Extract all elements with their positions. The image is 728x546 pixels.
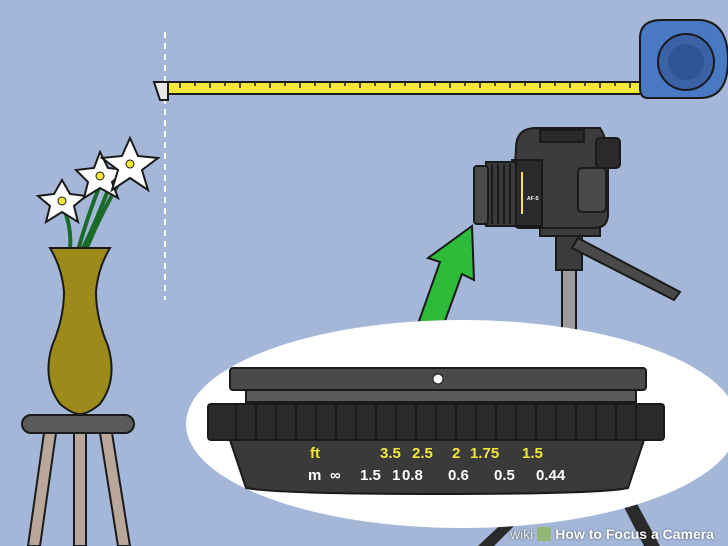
lens-brand-mark: AF-S — [527, 196, 539, 202]
lens-scale-closeup: ft 3.5 2.5 2 1.75 1.5 m ∞ 1.5 1 0.8 0.6 … — [207, 367, 665, 496]
stool-icon — [21, 414, 135, 546]
scale-m-0_5: 0.5 — [494, 467, 515, 484]
vase-icon — [47, 247, 113, 416]
scale-m-1_5: 1.5 — [360, 467, 381, 484]
wikihow-watermark: wiki How to Focus a Camera — [502, 524, 722, 544]
scale-infinity: ∞ — [330, 467, 341, 484]
watermark-title-text: How to Focus a Camera — [555, 526, 714, 542]
scale-m-0_6: 0.6 — [448, 467, 469, 484]
scale-ft-2_5: 2.5 — [412, 445, 433, 462]
flower-icon — [35, 135, 161, 251]
scale-ft-1_5: 1.5 — [522, 445, 543, 462]
tape-measure-icon — [152, 19, 728, 101]
scale-ft-1_75: 1.75 — [470, 445, 499, 462]
wikihow-logo-icon — [537, 527, 552, 541]
scale-m-0_8: 0.8 — [402, 467, 423, 484]
watermark-wiki-text: wiki — [509, 526, 534, 542]
scale-unit-ft: ft — [310, 445, 320, 462]
scale-ft-3_5: 3.5 — [380, 445, 401, 462]
scale-m-0_44: 0.44 — [536, 467, 566, 484]
camera-icon: AF-S — [473, 127, 621, 229]
scale-m-1: 1 — [392, 467, 400, 484]
scale-ft-2: 2 — [452, 445, 460, 462]
focus-index-dot — [432, 373, 444, 385]
scale-unit-m: m — [308, 467, 321, 484]
